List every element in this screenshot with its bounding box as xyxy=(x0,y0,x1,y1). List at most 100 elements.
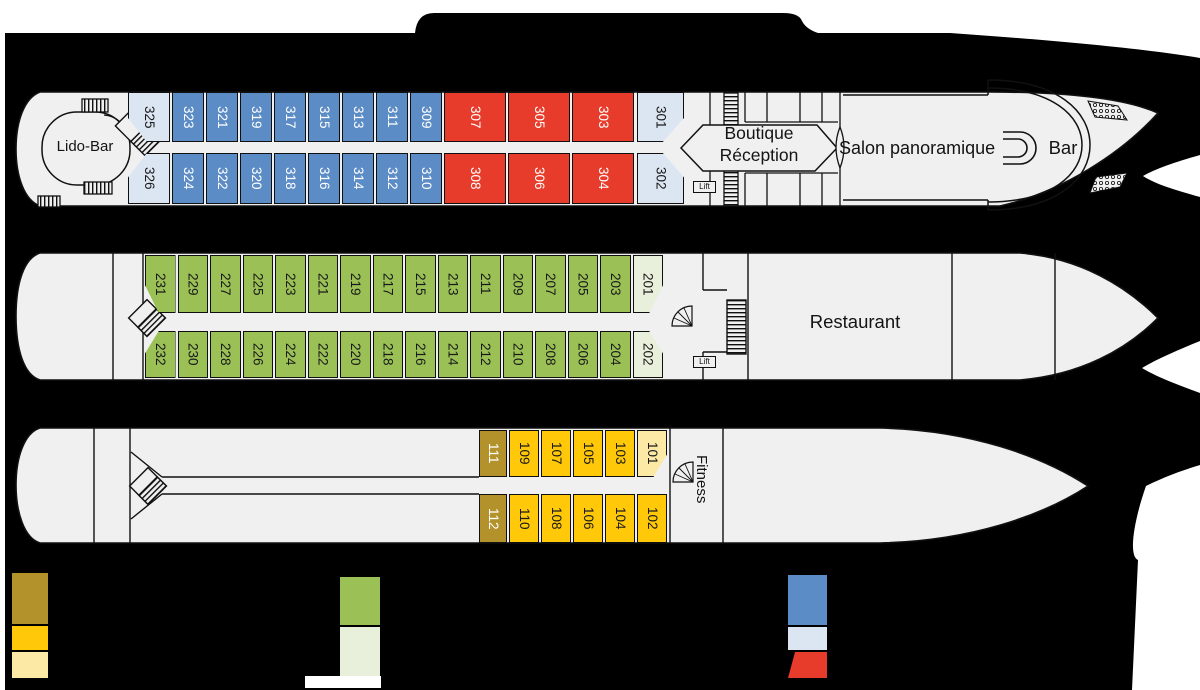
salon-walls xyxy=(843,79,1091,211)
cabin-109: 109 xyxy=(509,430,539,477)
cabin-320: 320 xyxy=(240,153,272,204)
cabin-112: 112 xyxy=(479,494,507,543)
legend-swatch-light-green xyxy=(340,627,380,676)
cabin-307: 307 xyxy=(444,92,506,142)
cabin-316: 316 xyxy=(308,153,340,204)
cabin-313: 313 xyxy=(342,92,374,142)
fan-stairs-icon xyxy=(673,307,693,327)
stairs-icon xyxy=(127,298,167,338)
cabin-325: 325 xyxy=(128,92,170,142)
legend-swatch-white xyxy=(305,676,381,688)
cabin-107: 107 xyxy=(541,430,571,477)
bow-equipment xyxy=(1087,100,1128,121)
cabin-305: 305 xyxy=(508,92,570,142)
cabin-326: 326 xyxy=(128,153,170,204)
legend-swatch-yellow xyxy=(12,626,48,650)
cabin-308: 308 xyxy=(444,153,506,204)
cabin-314: 314 xyxy=(342,153,374,204)
cabin-209: 209 xyxy=(502,255,533,313)
lift-deck-3: Lift xyxy=(693,181,716,193)
cabin-211: 211 xyxy=(470,255,501,313)
cabin-226: 226 xyxy=(242,331,273,378)
cabin-231: 231 xyxy=(145,255,176,313)
legend-swatch-dark-gold xyxy=(12,573,48,624)
stairs-icon xyxy=(128,466,168,506)
boutique-reception-label: Boutique Réception xyxy=(680,122,838,166)
deck-1-outline xyxy=(15,427,1090,544)
reception-label: Réception xyxy=(719,145,799,165)
cabin-311: 311 xyxy=(376,92,408,142)
cabin-302: 302 xyxy=(637,153,684,204)
cabin-204: 204 xyxy=(600,331,631,378)
restaurant-label: Restaurant xyxy=(809,311,901,332)
cabin-310: 310 xyxy=(410,153,442,204)
cabin-301: 301 xyxy=(637,92,684,142)
legend-swatch-light-blue xyxy=(788,627,827,650)
cabin-108: 108 xyxy=(541,494,571,543)
cabin-220: 220 xyxy=(340,331,371,378)
cabin-111: 111 xyxy=(479,430,507,477)
stairs-icon xyxy=(37,195,61,208)
cabin-230: 230 xyxy=(177,331,208,378)
cabin-217: 217 xyxy=(372,255,403,313)
cabin-224: 224 xyxy=(275,331,306,378)
cabin-101: 101 xyxy=(637,430,667,477)
stairs-icon xyxy=(81,98,109,113)
cabin-206: 206 xyxy=(567,331,598,378)
fitness-label: Fitness xyxy=(693,455,710,504)
cabin-214: 214 xyxy=(437,331,468,378)
cabin-321: 321 xyxy=(206,92,238,142)
salon-panoramique-label: Salon panoramique xyxy=(839,138,996,158)
stairs-icon xyxy=(726,299,747,355)
cabin-228: 228 xyxy=(210,331,241,378)
cabin-210: 210 xyxy=(502,331,533,378)
bar-label: Bar xyxy=(1048,137,1078,158)
legend-swatch-green xyxy=(340,577,380,625)
cabin-110: 110 xyxy=(509,494,539,543)
cabin-317: 317 xyxy=(274,92,306,142)
fan-stairs-icon xyxy=(674,463,694,483)
cabin-323: 323 xyxy=(172,92,204,142)
stairs-icon xyxy=(723,169,739,207)
cabin-212: 212 xyxy=(470,331,501,378)
cabin-202: 202 xyxy=(632,331,663,378)
cabin-309: 309 xyxy=(410,92,442,142)
cabin-227: 227 xyxy=(210,255,241,313)
cabin-232: 232 xyxy=(145,331,176,378)
cabin-218: 218 xyxy=(372,331,403,378)
cabin-104: 104 xyxy=(605,494,635,543)
cabin-322: 322 xyxy=(206,153,238,204)
bow-equipment xyxy=(1089,172,1128,194)
boutique-label: Boutique xyxy=(724,123,794,143)
cabin-106: 106 xyxy=(573,494,603,543)
cabin-103: 103 xyxy=(605,430,635,477)
cabin-315: 315 xyxy=(308,92,340,142)
cabin-318: 318 xyxy=(274,153,306,204)
legend-swatch-light-yellow xyxy=(12,652,48,678)
cabin-203: 203 xyxy=(600,255,631,313)
legend-swatch-blue xyxy=(788,575,827,625)
door-icon xyxy=(835,125,845,170)
cabin-222: 222 xyxy=(307,331,338,378)
cabin-201: 201 xyxy=(632,255,663,313)
cabin-223: 223 xyxy=(275,255,306,313)
bar-counter-icon xyxy=(1003,131,1037,165)
cabin-319: 319 xyxy=(240,92,272,142)
stairs-icon xyxy=(83,181,113,195)
cabin-229: 229 xyxy=(177,255,208,313)
cabin-225: 225 xyxy=(242,255,273,313)
legend-swatch-red xyxy=(788,652,827,678)
cabin-219: 219 xyxy=(340,255,371,313)
lido-bar-label: Lido-Bar xyxy=(56,138,114,155)
cabin-216: 216 xyxy=(405,331,436,378)
lift-deck-2: Lift xyxy=(693,356,716,368)
cabin-105: 105 xyxy=(573,430,603,477)
cabin-213: 213 xyxy=(437,255,468,313)
cabin-207: 207 xyxy=(535,255,566,313)
cabin-312: 312 xyxy=(376,153,408,204)
